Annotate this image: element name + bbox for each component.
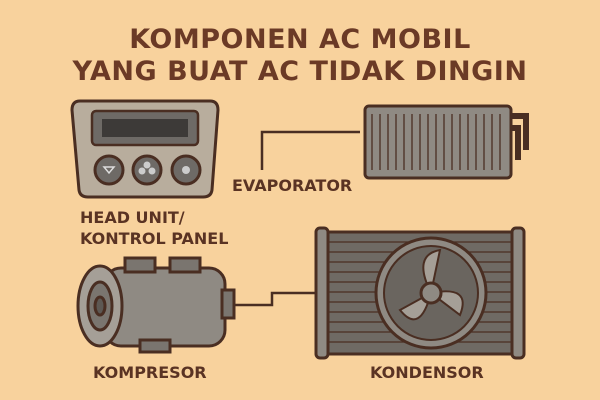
title-line-1: KOMPONEN AC MOBIL — [129, 24, 471, 55]
down-arrow-icon — [102, 166, 116, 175]
kondensor-illustration — [314, 226, 526, 360]
fan-icon — [138, 161, 156, 175]
kondensor-connector — [235, 291, 325, 307]
power-dot-icon — [182, 166, 190, 174]
title-line-2: YANG BUAT AC TIDAK DINGIN — [72, 56, 528, 87]
evaporator-label: EVAPORATOR — [232, 176, 353, 195]
head-unit-label-line-1: HEAD UNIT/ — [80, 208, 185, 227]
head-unit-label: HEAD UNIT/KONTROL PANEL — [80, 207, 228, 249]
evaporator-illustration — [363, 104, 529, 180]
kompresor-illustration — [76, 256, 236, 354]
head-unit-illustration — [70, 99, 220, 199]
head-unit-label-line-2: KONTROL PANEL — [80, 229, 229, 248]
kompresor-label: KOMPRESOR — [93, 363, 207, 382]
evaporator-connector — [260, 130, 360, 170]
kondensor-label: KONDENSOR — [370, 363, 484, 382]
